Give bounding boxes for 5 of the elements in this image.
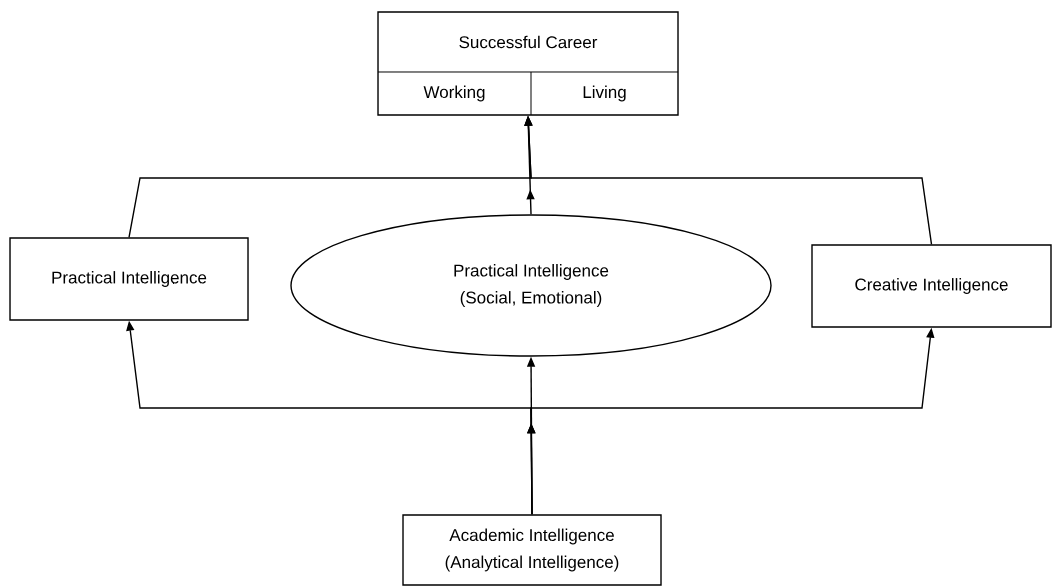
table-box: Successful Career Working Living (377, 11, 679, 116)
text-box: Creative Intelligence (811, 244, 1052, 328)
text-box: Academic Intelligence (Analytical Intelligence) (402, 514, 662, 586)
ellipse-node: Practical Intelligence (Social, Emotional) (290, 214, 772, 357)
text-box: Practical Intelligence (9, 237, 249, 321)
